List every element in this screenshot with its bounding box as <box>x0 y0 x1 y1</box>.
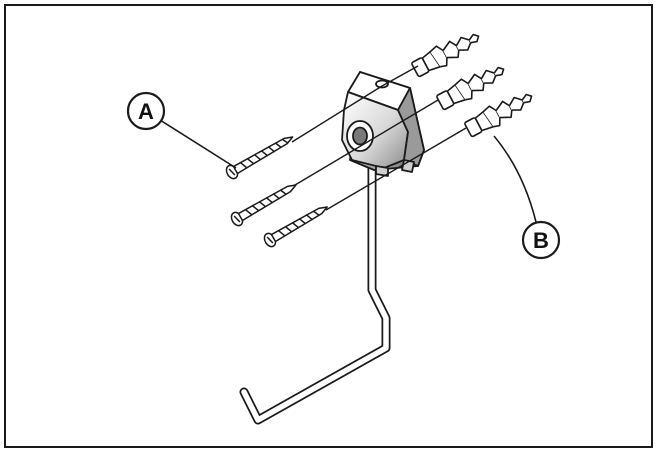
screws <box>225 136 328 248</box>
callout-a-label: A <box>138 99 154 124</box>
callout-b-circle <box>521 220 561 260</box>
callout-b-label: B <box>533 228 549 253</box>
screw-bottom <box>263 206 328 248</box>
callout-b-leader <box>493 135 537 223</box>
wall-plug-bottom <box>464 93 533 138</box>
wall-plugs <box>411 33 533 138</box>
wall-plug-top <box>411 33 480 78</box>
callout-b: B <box>493 135 561 260</box>
alignment-lines <box>289 65 467 211</box>
callout-a-leader <box>159 119 237 169</box>
callout-a-circle <box>126 91 166 131</box>
wall-plug-middle <box>436 66 505 111</box>
mounting-bracket <box>341 71 425 177</box>
callout-a: A <box>126 91 237 169</box>
hook-rod <box>239 161 391 425</box>
screw-top <box>225 136 294 180</box>
screw-middle <box>230 184 297 227</box>
